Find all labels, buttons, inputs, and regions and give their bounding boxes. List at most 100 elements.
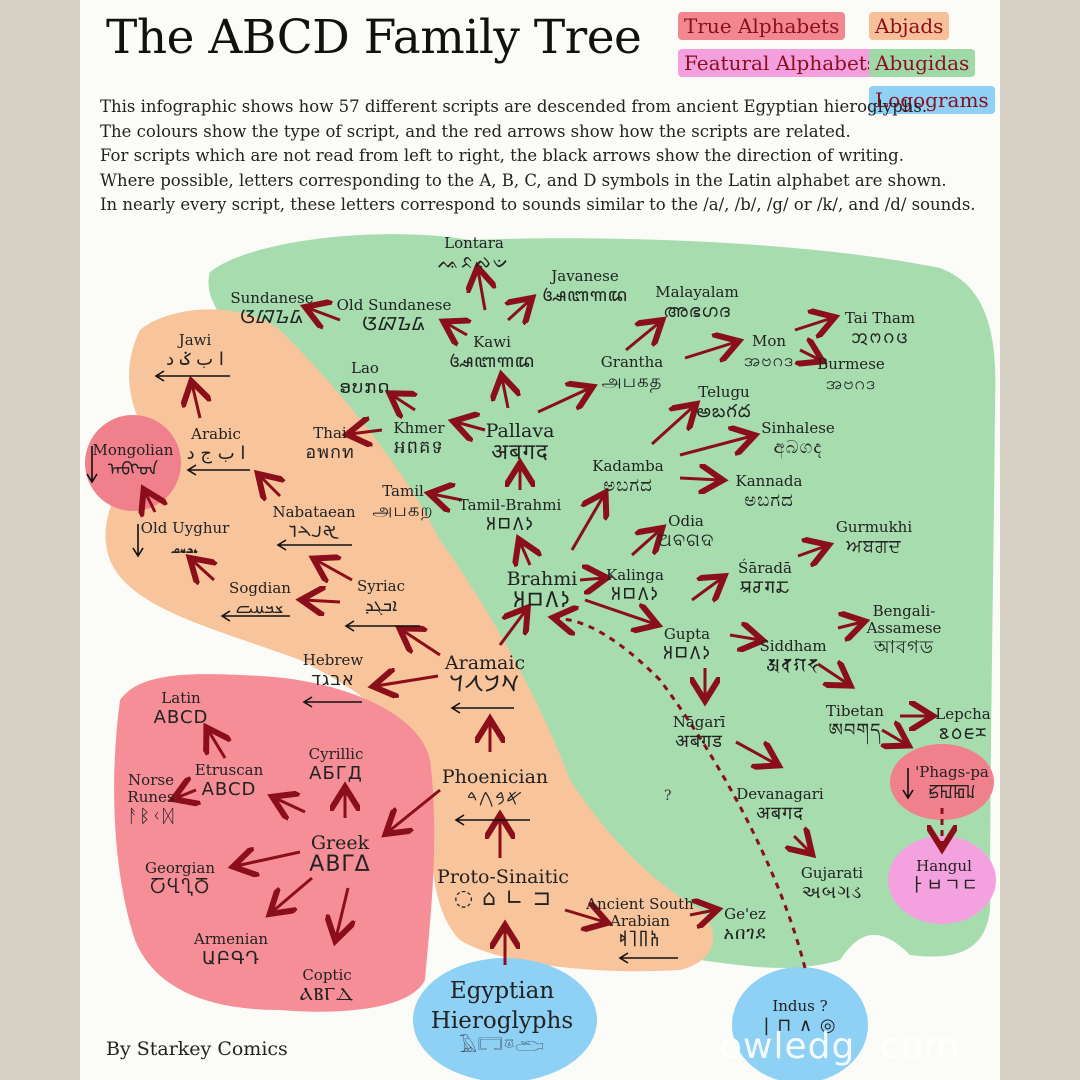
script-name: Phoenician [441,766,549,788]
script-glyphs: ABCD [153,707,209,728]
script-name: Proto-Sinaitic [437,866,569,888]
script-glyphs: अबगड [675,731,723,752]
arrow-gupta-sarada [691,578,722,600]
script-name: Jawi [178,331,212,349]
script-glyphs: අබගද [773,437,823,458]
script-glyphs: 𑀅𑀩𑀕𑀤 [662,643,712,664]
script-glyphs: ଅବଗଦ [657,530,715,551]
script-name: Ge'ez [724,905,766,923]
intro-line: This infographic shows how 57 different … [100,97,928,116]
phagspa-region [890,744,994,820]
script-name: Nāgarī [672,713,726,731]
script-glyphs: ᠠᠪᠭᠳ [107,459,159,480]
script-name: Bengali- Assamese [866,602,942,637]
arrow-nagari-devanagari [735,740,776,764]
script-glyphs: АБГД [309,763,363,784]
arrow-khmer-lao [392,395,415,410]
script-glyphs: ᩋᨻᨣᨴ [850,327,910,348]
script-name: Mon [751,332,787,350]
arrow-grantha-mon [684,342,736,358]
arrow-kadamba-sinhalese [679,436,752,457]
dir-phagspa [902,768,914,800]
intro-text: This infographic shows how 57 different … [100,95,976,218]
script-proto-sinaitic: Proto-Sinaitic◌ ⌂ ∟ ⊐ [437,866,569,910]
script-name: Burmese [817,355,885,373]
page-title: The ABCD Family Tree [106,10,642,65]
arrow-greek-georgian [236,852,301,866]
arrow-aramaic-brahmi [498,610,526,646]
script-name: Telugu [698,383,750,401]
script-name: Coptic [302,966,352,984]
script-name: Ancient South Arabian [586,895,694,930]
arrow-greek-armenian [272,876,313,912]
arrow-siddham-bengali [837,622,862,628]
script-name: Kadamba [592,457,664,475]
byline: By Starkey Comics [106,1038,288,1060]
script-name: Lepcha [935,705,991,723]
arrow-brahmi-gupta [584,598,655,624]
dir-mongolian [86,446,98,484]
script-name: Hangul [916,857,972,875]
script-name: Tai Tham [844,309,916,327]
arrow-kawi-oldsundanese [446,323,467,335]
arrow-aramaic-syriac [402,630,441,657]
arrow-southarabian-geez [689,910,715,915]
script-name: Tibetan [826,702,884,720]
script-glyphs: อพกท [305,442,355,463]
arrow-greek-coptic [336,887,348,938]
script-glyphs: अबगद [756,803,804,824]
script-glyphs: ᚨᛒᚲᛞ [127,806,175,827]
script-name: Lao [351,359,379,377]
intro-line: The colours show the type of script, and… [100,121,851,141]
arrow-kadamba-kannada [679,478,720,480]
legend-label: Logograms [875,88,989,112]
dir-syriac [344,620,420,632]
arrow-grantha-malayalam [625,322,660,352]
intro-line: In nearly every script, these letters co… [100,195,976,214]
watermark: owledg .com [720,1026,961,1067]
arrow-kalinga-odia [631,530,660,557]
legend-label: Abugidas [875,51,970,75]
arrow-etruscan-norse [176,790,196,798]
script-glyphs: ا ب ݢ د [166,349,224,370]
script-name: Norse Runes [127,771,175,806]
arrow-siddham-tibetan [817,664,848,684]
dir-southarabian [618,952,678,964]
legend-abjads: Abjads [869,12,950,40]
legend-abugidas: Abugidas [869,49,976,77]
arrow-brahmi-kadamba [570,495,604,551]
script-name: Devanagari [736,785,824,803]
legend-logograms: Logograms [869,86,995,114]
script-name: Malayalam [655,283,739,301]
script-glyphs: 𐩱𐩨𐩴𐩵 [619,930,661,951]
script-name: Gupta [663,625,711,643]
script-name: Syriac [356,577,406,595]
script-glyphs: അഭഗദ [663,301,731,322]
arrow-mon-burmese [800,350,820,360]
script-glyphs: अबगद [491,440,549,465]
dir-hebrew [302,696,362,708]
script-glyphs: ΑΒΓΔ [309,852,371,877]
egyptian-region [413,958,597,1080]
script-name: Nabataean [272,503,356,521]
